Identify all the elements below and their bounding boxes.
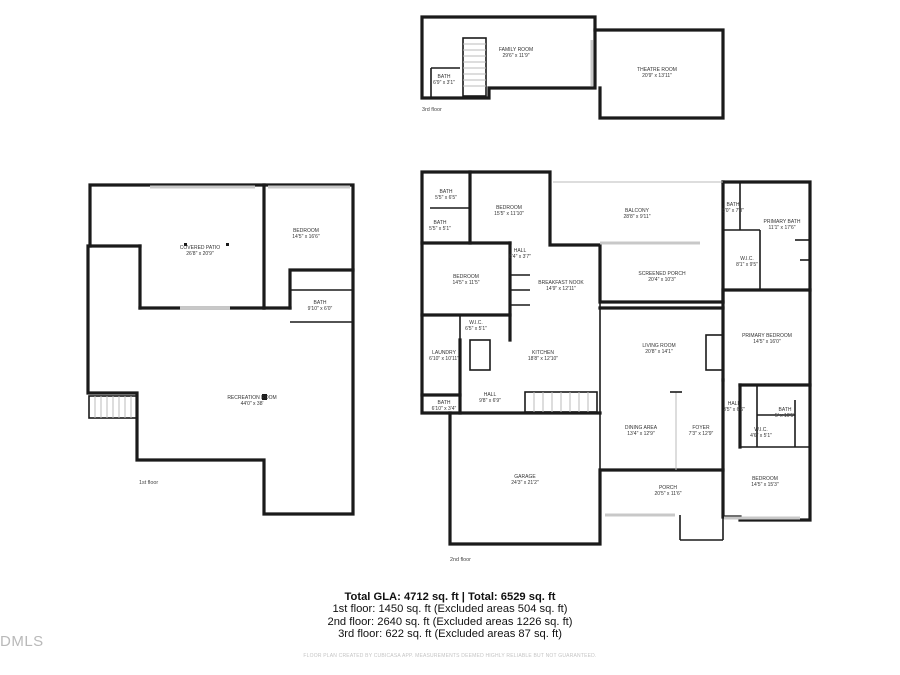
room-name: W.I.C. xyxy=(754,427,768,433)
room-size: 14'5" x 15'3" xyxy=(751,482,779,488)
room-size: 15'5" x 11'10" xyxy=(494,211,524,217)
room-size: 28'8" x 9'11" xyxy=(623,214,650,220)
room-size: 29'6" x 11'9" xyxy=(502,53,529,59)
room-name: BALCONY xyxy=(625,208,650,214)
room-size: 5'5" x 6'5" xyxy=(435,195,457,201)
room-size: 20'5" x 11'6" xyxy=(654,491,681,497)
room-size: 8'4" x 3'7" xyxy=(509,254,531,260)
room-size: 20'8" x 14'1" xyxy=(645,349,673,355)
room-name: LAUNDRY xyxy=(432,350,456,356)
room-name: LIVING ROOM xyxy=(642,343,675,349)
room-name: BEDROOM xyxy=(752,476,778,482)
room-size: 11'1" x 17'6" xyxy=(768,225,795,231)
total-area: Total GLA: 4712 sq. ft | Total: 6529 sq.… xyxy=(344,591,556,603)
room-size: 4'6" x 5'1" xyxy=(750,433,772,439)
room-size: 6'9" x 3'1" xyxy=(433,80,455,86)
room-name: W.I.C. xyxy=(469,320,483,326)
room-name: FAMILY ROOM xyxy=(499,47,533,53)
room-name: BEDROOM xyxy=(293,228,319,234)
room-name: BEDROOM xyxy=(453,274,479,280)
first-floor-area: 1st floor: 1450 sq. ft (Excluded areas 5… xyxy=(332,603,568,616)
room-size: 14'5" x 16'0" xyxy=(753,339,781,345)
room-size: 5' x 10'5" xyxy=(775,413,795,419)
room-size: 5'5" x 5'1" xyxy=(429,226,451,232)
room-size: 13'4" x 12'9" xyxy=(627,431,655,437)
room-size: 9'8" x 6'9" xyxy=(479,398,501,404)
room-name: RECREATION ROOM xyxy=(227,395,276,401)
room-name: PRIMARY BATH xyxy=(764,219,801,225)
room-size: 20'9" x 13'11" xyxy=(642,73,672,79)
room-size: 44'0" x 38' xyxy=(241,401,264,407)
room-size: 6'10" x 10'11" xyxy=(429,356,459,362)
room-name: BEDROOM xyxy=(496,205,522,211)
room-size: 5'0" x 7'8" xyxy=(722,208,744,214)
room-size: 6'10" x 3'4" xyxy=(432,406,457,412)
room-name: BATH xyxy=(314,300,327,306)
room-name: FOYER xyxy=(692,425,710,431)
floor-label: 2nd floor xyxy=(450,557,471,563)
room-name: GARAGE xyxy=(514,474,536,480)
room-size: 20'4" x 10'3" xyxy=(648,277,676,283)
room-name: BREAKFAST NOOK xyxy=(538,280,584,286)
third-floor-plan: FAMILY ROOM 29'6" x 11'9" THEATRE ROOM 2… xyxy=(420,15,725,120)
disclaimer: FLOOR PLAN CREATED BY CUBICASA APP. MEAS… xyxy=(303,653,597,659)
third-floor-area: 3rd floor: 622 sq. ft (Excluded areas 87… xyxy=(338,628,562,641)
floor-label: 1st floor xyxy=(139,480,158,486)
room-name: BATH xyxy=(434,220,447,226)
room-size: 7'3" x 12'9" xyxy=(689,431,714,437)
room-name: BATH xyxy=(440,189,453,195)
room-size: 6'5" x 5'1" xyxy=(465,326,487,332)
room-name: HALL xyxy=(514,248,527,254)
room-name: BATH xyxy=(779,407,792,413)
room-name: SCREENED PORCH xyxy=(638,271,686,277)
room-size: 3'5" x 6'6" xyxy=(723,407,745,413)
room-size: 26'8" x 20'9" xyxy=(186,251,214,257)
room-size: 18'8" x 12'10" xyxy=(528,356,558,362)
room-name: W.I.C. xyxy=(740,256,754,262)
room-size: 24'3" x 21'2" xyxy=(511,480,539,486)
room-size: 14'5" x 11'5" xyxy=(452,280,479,286)
room-size: 14'9" x 12'11" xyxy=(546,286,576,292)
brand-watermark: DMLS xyxy=(0,633,44,650)
room-name: BATH xyxy=(438,74,451,80)
second-floor-plan: BATH 5'5" x 6'5" BATH 5'5" x 5'1" BEDROO… xyxy=(420,170,812,563)
second-floor-area: 2nd floor: 2640 sq. ft (Excluded areas 1… xyxy=(327,615,573,628)
floor-label: 3rd floor xyxy=(422,107,442,113)
room-name: BATH xyxy=(438,400,451,406)
room-name: PRIMARY BEDROOM xyxy=(742,333,792,339)
room-name: KITCHEN xyxy=(532,350,554,356)
room-name: THEATRE ROOM xyxy=(637,67,677,73)
room-size: 9'10" x 6'0" xyxy=(308,306,333,312)
first-floor-plan: COVERED PATIO 26'8" x 20'9" BEDROOM 14'5… xyxy=(86,183,355,516)
area-summary: Total GLA: 4712 sq. ft | Total: 6529 sq.… xyxy=(0,591,900,641)
room-name: BATH xyxy=(727,202,740,208)
room-name: PORCH xyxy=(659,485,677,491)
room-name: HALL xyxy=(484,392,497,398)
room-size: 8'1" x 9'5" xyxy=(736,262,758,268)
room-size: 14'5" x 16'6" xyxy=(292,234,320,240)
room-name: COVERED PATIO xyxy=(180,245,220,251)
room-name: HALL xyxy=(728,401,741,407)
room-name: DINING AREA xyxy=(625,425,658,431)
